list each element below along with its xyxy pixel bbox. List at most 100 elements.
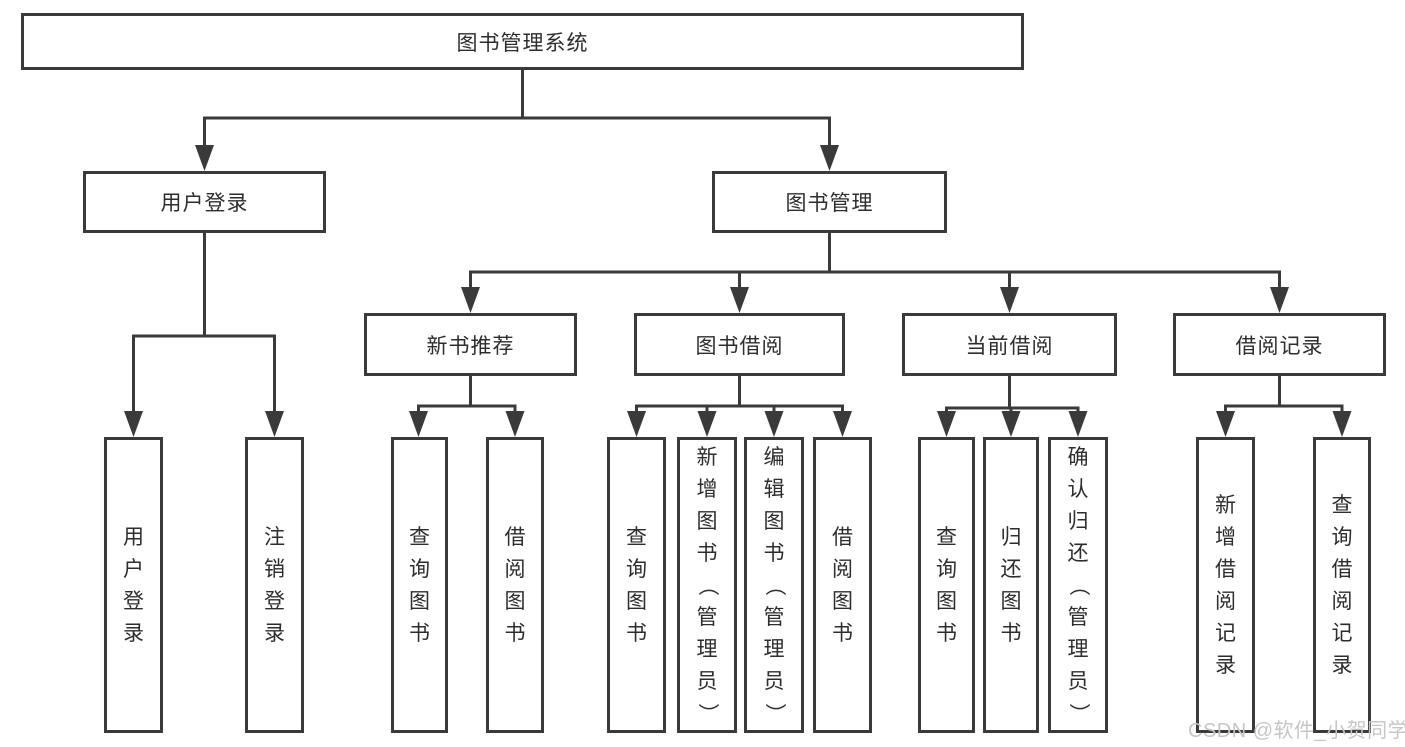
arrowhead [697,411,717,437]
arrowhead [1332,411,1352,437]
node-label: 编辑图书（管理员） [762,445,786,724]
vertical-char: 员 [1067,669,1089,693]
vertical-char: 确 [1067,445,1089,469]
node-label: 用户登录 [123,527,144,644]
node-label: 归还图书 [1001,527,1022,644]
node-label: 确认归还（管理员） [1066,445,1090,724]
vertical-char: 借 [1331,557,1353,581]
csdn-watermark: CSDN @软件_小贺同学 [1188,720,1405,742]
node-label: 注销登录 [264,527,285,644]
node-label: 查询图书 [409,527,430,644]
vertical-char: 询 [409,557,430,581]
vertical-char: 登 [123,589,144,613]
connector-line [203,68,831,153]
node-label: 图书管理系统 [456,31,589,55]
vertical-char: 归 [1000,525,1022,549]
vertical-char: 还 [1067,541,1089,565]
node-label: 新增借阅记录 [1215,495,1236,676]
vertical-char: 书 [626,621,647,645]
arrowhead [265,411,284,437]
vertical-char: 用 [123,525,144,549]
arrowhead [627,411,646,437]
node-query-borrow-record: 查询借阅记录 [1313,437,1371,733]
vertical-char: 理 [763,637,785,661]
vertical-char: 管 [696,605,718,629]
vertical-char: 员 [696,669,718,693]
node-library-management-system: 图书管理系统 [21,13,1024,70]
vertical-char: 员 [763,669,785,693]
vertical-char: 阅 [832,557,853,581]
connector-line [132,231,276,419]
vertical-char: （ [695,574,719,596]
node-edit-books-admin: 编辑图书（管理员） [744,437,804,733]
vertical-char: 图 [504,589,526,613]
node-label: 图书借阅 [695,334,784,358]
node-user-login: 用户登录 [83,171,326,233]
vertical-char: 理 [696,637,718,661]
arrowhead [833,411,852,437]
node-label: 当前借阅 [965,334,1054,358]
vertical-char: 查 [409,525,430,549]
vertical-char: 认 [1067,477,1089,501]
vertical-char: 书 [1000,621,1022,645]
connector-line [945,374,1080,419]
node-current-borrowing: 当前借阅 [902,313,1117,376]
vertical-char: 理 [1067,637,1089,661]
arrowhead [461,287,480,313]
vertical-char: 借 [832,525,853,549]
arrowhead [195,145,214,171]
vertical-char: （ [1066,574,1090,596]
node-label: 查询借阅记录 [1332,495,1353,676]
vertical-char: 询 [626,557,647,581]
vertical-char: 查 [626,525,647,549]
vertical-char: 归 [1067,509,1089,533]
arrowhead [764,411,784,437]
node-borrow-books-recommend: 借阅图书 [486,437,544,733]
vertical-char: 编 [763,445,785,469]
vertical-char: 增 [1215,525,1236,549]
vertical-char: 书 [763,541,785,565]
node-book-management: 图书管理 [712,171,947,233]
node-book-borrowing: 图书借阅 [634,313,845,376]
arrowhead [1000,287,1019,313]
vertical-char: 管 [763,605,785,629]
vertical-char: 借 [504,525,526,549]
vertical-char: 辑 [763,477,785,501]
vertical-char: 注 [264,525,285,549]
node-label: 借阅图书 [832,527,853,644]
vertical-char: 询 [1331,525,1353,549]
vertical-char: ） [762,702,786,724]
arrowhead [1270,287,1289,313]
arrowhead [505,411,525,437]
node-label: 借阅记录 [1235,334,1324,358]
node-user-login-action: 用户登录 [104,437,163,733]
node-label: 借阅图书 [505,527,526,644]
vertical-char: 图 [626,589,647,613]
node-confirm-return-admin: 确认归还（管理员） [1048,437,1108,733]
node-label: 新增图书（管理员） [695,447,719,724]
vertical-char: 录 [264,621,285,645]
connector-line [469,231,1281,295]
vertical-char: 书 [936,621,957,645]
vertical-char: 图 [763,509,785,533]
vertical-char: 录 [1331,653,1353,677]
vertical-char: 书 [504,621,526,645]
vertical-char: 销 [264,557,285,581]
vertical-char: 阅 [504,557,526,581]
vertical-char: 记 [1215,621,1236,645]
arrowhead [1001,411,1021,437]
arrowhead [730,287,749,313]
connector-line [417,374,517,419]
vertical-char: 管 [1067,605,1089,629]
vertical-char: 新 [1215,493,1236,517]
vertical-char: 图 [696,509,718,533]
vertical-char: 户 [123,557,144,581]
node-logout-action: 注销登录 [245,437,304,733]
arrowhead [820,145,839,171]
connector-line [1224,374,1344,419]
vertical-char: 录 [123,621,144,645]
node-label: 用户登录 [160,192,249,215]
vertical-char: 书 [696,541,718,565]
vertical-char: 图 [832,589,853,613]
vertical-char: 图 [1000,589,1022,613]
